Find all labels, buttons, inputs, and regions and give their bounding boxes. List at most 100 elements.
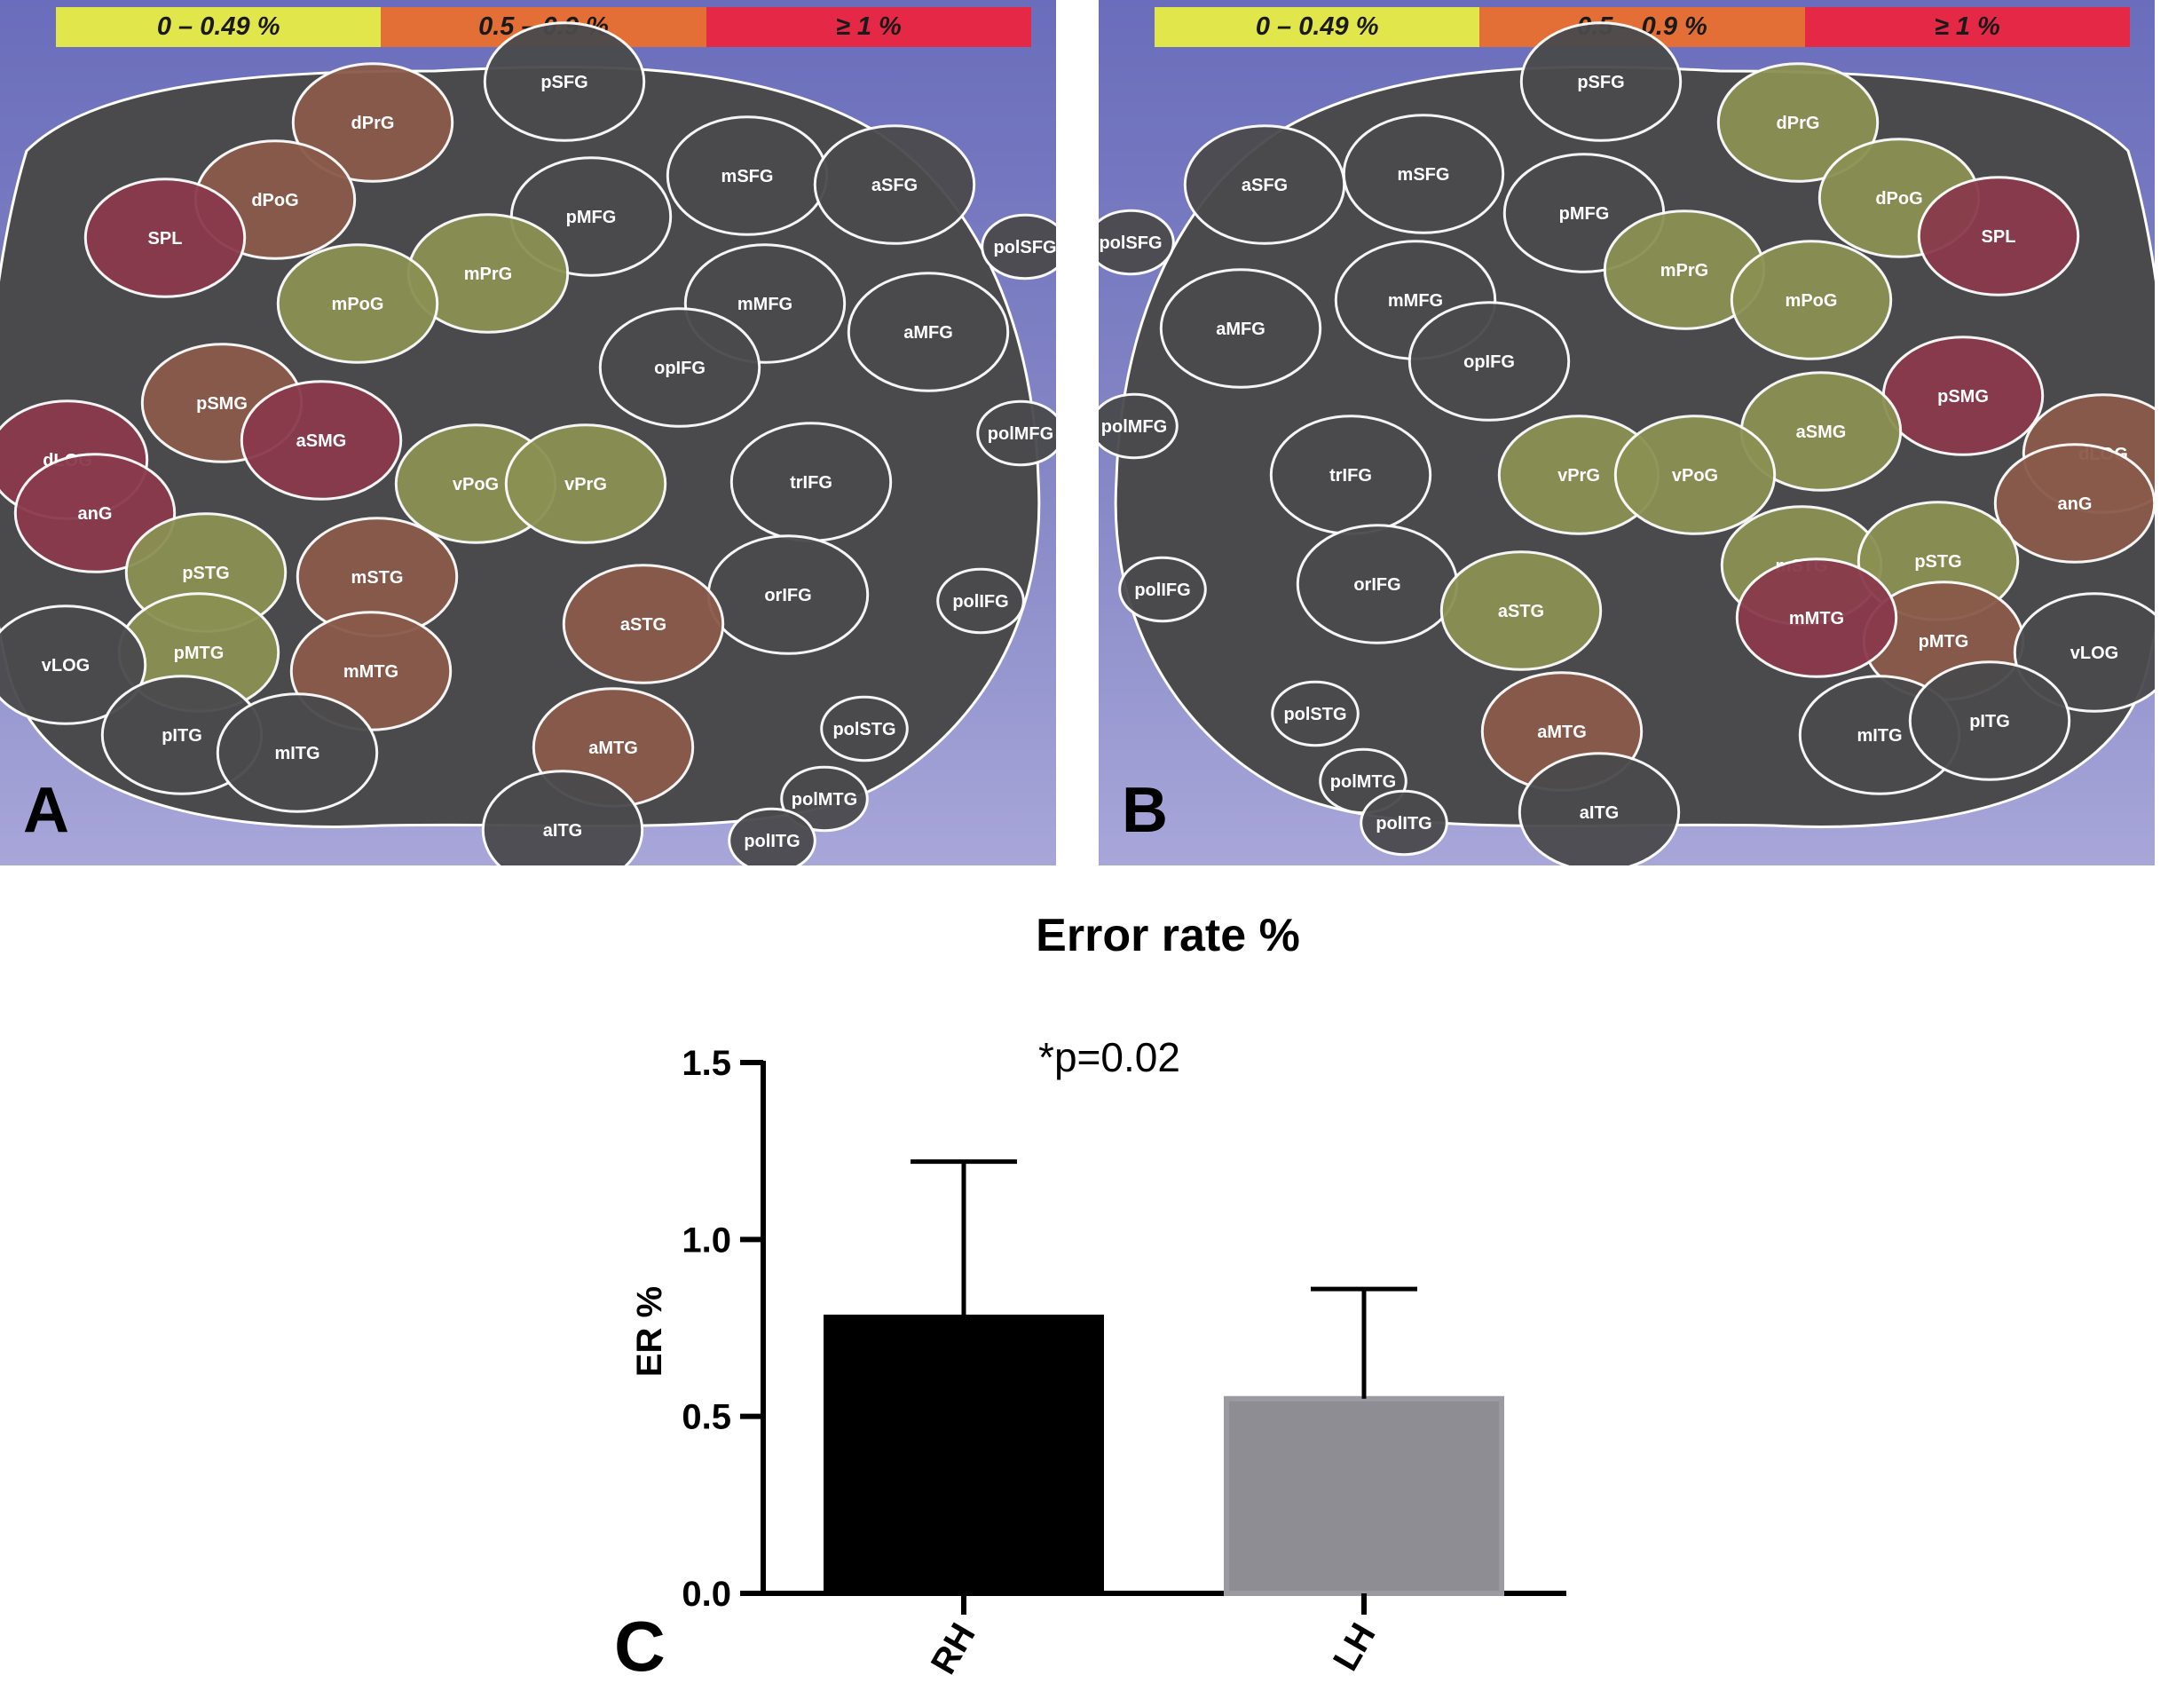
region-polMFG: polMFG bbox=[976, 399, 1056, 467]
region-polMTG: polMTG bbox=[780, 765, 869, 833]
region-patch bbox=[1342, 114, 1505, 234]
region-label: mPrG bbox=[1660, 261, 1708, 280]
region-patch bbox=[13, 453, 177, 573]
region-patch bbox=[1519, 21, 1683, 142]
x-tick-label-LH: LH bbox=[1326, 1617, 1384, 1678]
region-orIFG: orIFG bbox=[706, 534, 870, 655]
region-patch bbox=[1716, 62, 1880, 183]
region-patch bbox=[1993, 443, 2155, 564]
region-label: pSFG bbox=[1577, 73, 1624, 92]
region-patch bbox=[847, 272, 1010, 392]
region-label: mMTG bbox=[1789, 609, 1844, 628]
region-pSFG: pSFG bbox=[483, 21, 646, 142]
region-label: anG bbox=[78, 504, 113, 524]
region-mPoG: mPoG bbox=[1730, 240, 1893, 360]
region-label: pMTG bbox=[174, 644, 225, 663]
region-dPrG: dPrG bbox=[291, 62, 454, 183]
region-patch bbox=[562, 564, 725, 684]
region-polSTG: polSTG bbox=[820, 695, 909, 762]
region-label: vPoG bbox=[453, 475, 499, 494]
region-patch bbox=[1407, 301, 1571, 422]
legend-high: ≥ 1 % bbox=[706, 7, 1031, 47]
region-label: polITG bbox=[744, 832, 800, 851]
region-label: polITG bbox=[1376, 814, 1431, 834]
region-patch bbox=[291, 62, 454, 183]
region-patch bbox=[728, 807, 816, 865]
region-polSTG: polSTG bbox=[1271, 680, 1360, 747]
region-patch bbox=[1613, 415, 1777, 535]
region-label: aSFG bbox=[871, 176, 918, 195]
region-mMTG: mMTG bbox=[1735, 557, 1898, 678]
region-label: polMTG bbox=[792, 790, 857, 810]
region-label: pSMG bbox=[1937, 387, 1989, 407]
region-label: vPrG bbox=[564, 475, 607, 494]
chart-title: Error rate % bbox=[1036, 910, 1300, 961]
region-label: aSMG bbox=[296, 431, 347, 451]
region-label: polSTG bbox=[1283, 705, 1346, 724]
region-patch bbox=[1360, 789, 1448, 857]
region-label: mSFG bbox=[721, 167, 774, 186]
brain-map-panel-a: 0 – 0.49 % 0.5 – 0.9 % ≥ 1 % pSFGdPrGmSF… bbox=[0, 0, 1056, 865]
region-label: vLOG bbox=[42, 656, 90, 676]
region-patch bbox=[483, 21, 646, 142]
region-polSFG: polSFG bbox=[1099, 209, 1175, 276]
region-label: aMFG bbox=[903, 323, 953, 343]
region-label: SPL bbox=[148, 229, 183, 249]
region-patch bbox=[1439, 550, 1603, 671]
region-label: opIFG bbox=[1463, 352, 1515, 372]
region-label: mPrG bbox=[464, 265, 512, 284]
region-mITG: mITG bbox=[216, 692, 379, 813]
legend-high: ≥ 1 % bbox=[1804, 7, 2130, 47]
region-polITG: polITG bbox=[728, 807, 816, 865]
region-polMFG: polMFG bbox=[1099, 392, 1179, 460]
region-label: mSFG bbox=[1398, 165, 1450, 185]
region-patch bbox=[1159, 268, 1322, 389]
region-patch bbox=[813, 124, 976, 245]
region-aSTG: aSTG bbox=[1439, 550, 1603, 671]
region-patch bbox=[481, 770, 644, 865]
region-label: polIFG bbox=[952, 592, 1008, 612]
region-polIFG: polIFG bbox=[1118, 556, 1207, 623]
region-pITG: pITG bbox=[1908, 660, 2071, 781]
region-aSMG: aSMG bbox=[240, 380, 403, 501]
region-patch bbox=[216, 692, 379, 813]
bar-LH bbox=[1224, 1395, 1504, 1596]
region-label: aSTG bbox=[1498, 602, 1544, 621]
region-pSFG: pSFG bbox=[1519, 21, 1683, 142]
region-label: vPoG bbox=[1672, 466, 1718, 486]
region-mSTG: mSTG bbox=[296, 517, 459, 637]
y-tick-label: 0.5 bbox=[682, 1398, 731, 1437]
region-opIFG: opIFG bbox=[598, 307, 761, 428]
region-patch bbox=[780, 765, 869, 833]
region-pSMG: pSMG bbox=[1881, 336, 2045, 456]
region-label: aSMG bbox=[1796, 423, 1847, 442]
region-label: pSFG bbox=[540, 73, 587, 92]
region-label: pSTG bbox=[1914, 552, 1961, 572]
region-label: polSFG bbox=[1099, 233, 1162, 253]
region-label: mITG bbox=[274, 744, 319, 763]
region-label: pITG bbox=[1969, 712, 2010, 731]
region-patch bbox=[1271, 680, 1360, 747]
region-label: pMFG bbox=[1559, 204, 1610, 224]
region-label: pSTG bbox=[182, 564, 229, 583]
p-value-annotation: *p=0.02 bbox=[1038, 1034, 1180, 1080]
region-patch bbox=[598, 307, 761, 428]
region-trIFG: trIFG bbox=[729, 422, 893, 542]
region-label: polIFG bbox=[1134, 581, 1190, 600]
region-patch bbox=[1099, 392, 1179, 460]
panel-letter-b: B bbox=[1122, 775, 1168, 846]
region-patch bbox=[276, 243, 439, 364]
region-label: vLOG bbox=[2070, 644, 2118, 663]
region-opIFG: opIFG bbox=[1407, 301, 1571, 422]
region-patch bbox=[981, 213, 1056, 280]
region-label: mMFG bbox=[737, 295, 792, 314]
region-label: mMFG bbox=[1388, 291, 1443, 311]
region-orIFG: orIFG bbox=[1296, 524, 1459, 644]
region-patch bbox=[1118, 556, 1207, 623]
region-label: dPrG bbox=[1777, 114, 1820, 133]
region-label: dPrG bbox=[351, 114, 395, 133]
y-tick-label: 1.0 bbox=[682, 1221, 731, 1260]
region-trIFG: trIFG bbox=[1269, 415, 1432, 535]
